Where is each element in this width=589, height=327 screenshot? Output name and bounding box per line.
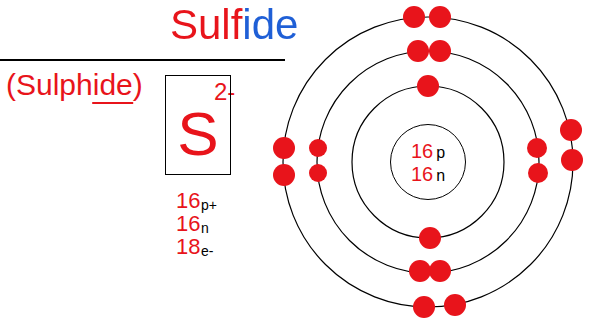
alt-name: (Sulphide) xyxy=(6,70,143,100)
count: 16 xyxy=(411,141,433,161)
shell-2 xyxy=(317,51,539,273)
count: 16 xyxy=(411,164,433,184)
nucleus: 16p16n xyxy=(390,124,466,200)
ion-charge: 2- xyxy=(214,80,235,104)
electrons xyxy=(273,6,583,318)
shell-3 xyxy=(283,17,573,307)
particle: p+ xyxy=(201,198,217,212)
symbol-box: S xyxy=(165,75,231,175)
particle: p xyxy=(436,145,445,161)
count: 16 xyxy=(176,190,200,212)
title: Sulfide xyxy=(170,4,298,46)
underline xyxy=(92,102,133,104)
particle: e- xyxy=(201,244,213,258)
count: 18 xyxy=(176,236,200,258)
title-rule xyxy=(0,59,285,61)
particle: n xyxy=(436,168,445,184)
particle: n xyxy=(201,221,209,235)
shell-1 xyxy=(352,86,504,238)
element-symbol: S xyxy=(177,103,218,165)
count: 16 xyxy=(176,213,200,235)
